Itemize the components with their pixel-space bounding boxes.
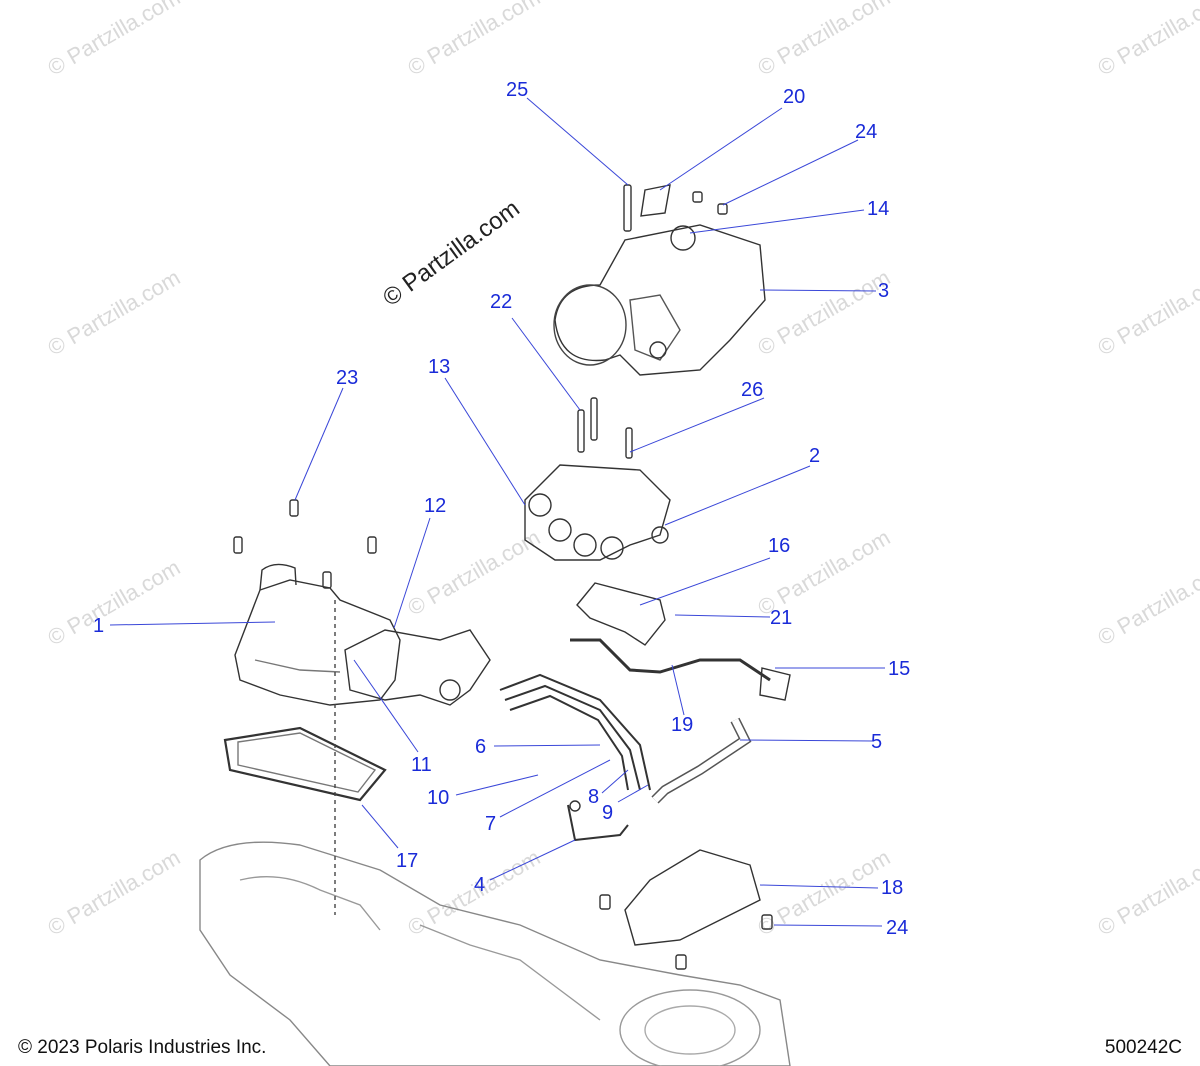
valve-body: [524, 464, 671, 561]
callout-8: 8: [588, 786, 600, 808]
callout-3: 3: [878, 280, 890, 302]
callout-16: 16: [768, 535, 791, 557]
guard-18: [624, 849, 761, 946]
linkage-4: [567, 804, 629, 842]
callout-25: 25: [506, 79, 529, 101]
callout-14: 14: [867, 198, 890, 220]
bolt-group-cover: [233, 499, 377, 589]
shift-actuator: [344, 629, 491, 706]
callout-17: 17: [396, 850, 419, 872]
callout-13: 13: [428, 356, 451, 378]
callout-26: 26: [741, 379, 764, 401]
pump-assembly: [554, 224, 766, 376]
callout-23: 23: [336, 367, 359, 389]
bolt-25: [623, 184, 632, 232]
callout-24-lower: 24: [886, 917, 909, 939]
callout-21: 21: [770, 607, 793, 629]
gasket: [223, 726, 387, 802]
callout-24: 24: [855, 121, 878, 143]
diagram-id: 500242C: [1104, 1037, 1182, 1058]
wiring-harness: [499, 673, 651, 791]
leader-lines: [109, 97, 885, 927]
callout-20: 20: [783, 86, 806, 108]
callout-12: 12: [424, 495, 447, 517]
callout-11: 11: [411, 754, 432, 776]
copyright-text: © 2023 Polaris Industries Inc.: [18, 1037, 267, 1058]
callout-7: 7: [485, 813, 497, 835]
callout-5: 5: [871, 731, 883, 753]
hose-15: [570, 638, 771, 682]
transmission-case: [199, 841, 791, 1066]
callout-9: 9: [602, 802, 614, 824]
callout-15: 15: [888, 658, 911, 680]
callout-1: 1: [93, 615, 105, 637]
bracket-16: [576, 582, 666, 646]
top-cover: [234, 579, 401, 706]
callout-6: 6: [475, 736, 487, 758]
shim-20: [640, 184, 671, 217]
callout-4: 4: [474, 874, 486, 896]
callout-2: 2: [809, 445, 821, 467]
callout-10: 10: [427, 787, 450, 809]
callout-19: 19: [671, 714, 694, 736]
callout-18: 18: [881, 877, 904, 899]
callout-22: 22: [490, 291, 513, 313]
